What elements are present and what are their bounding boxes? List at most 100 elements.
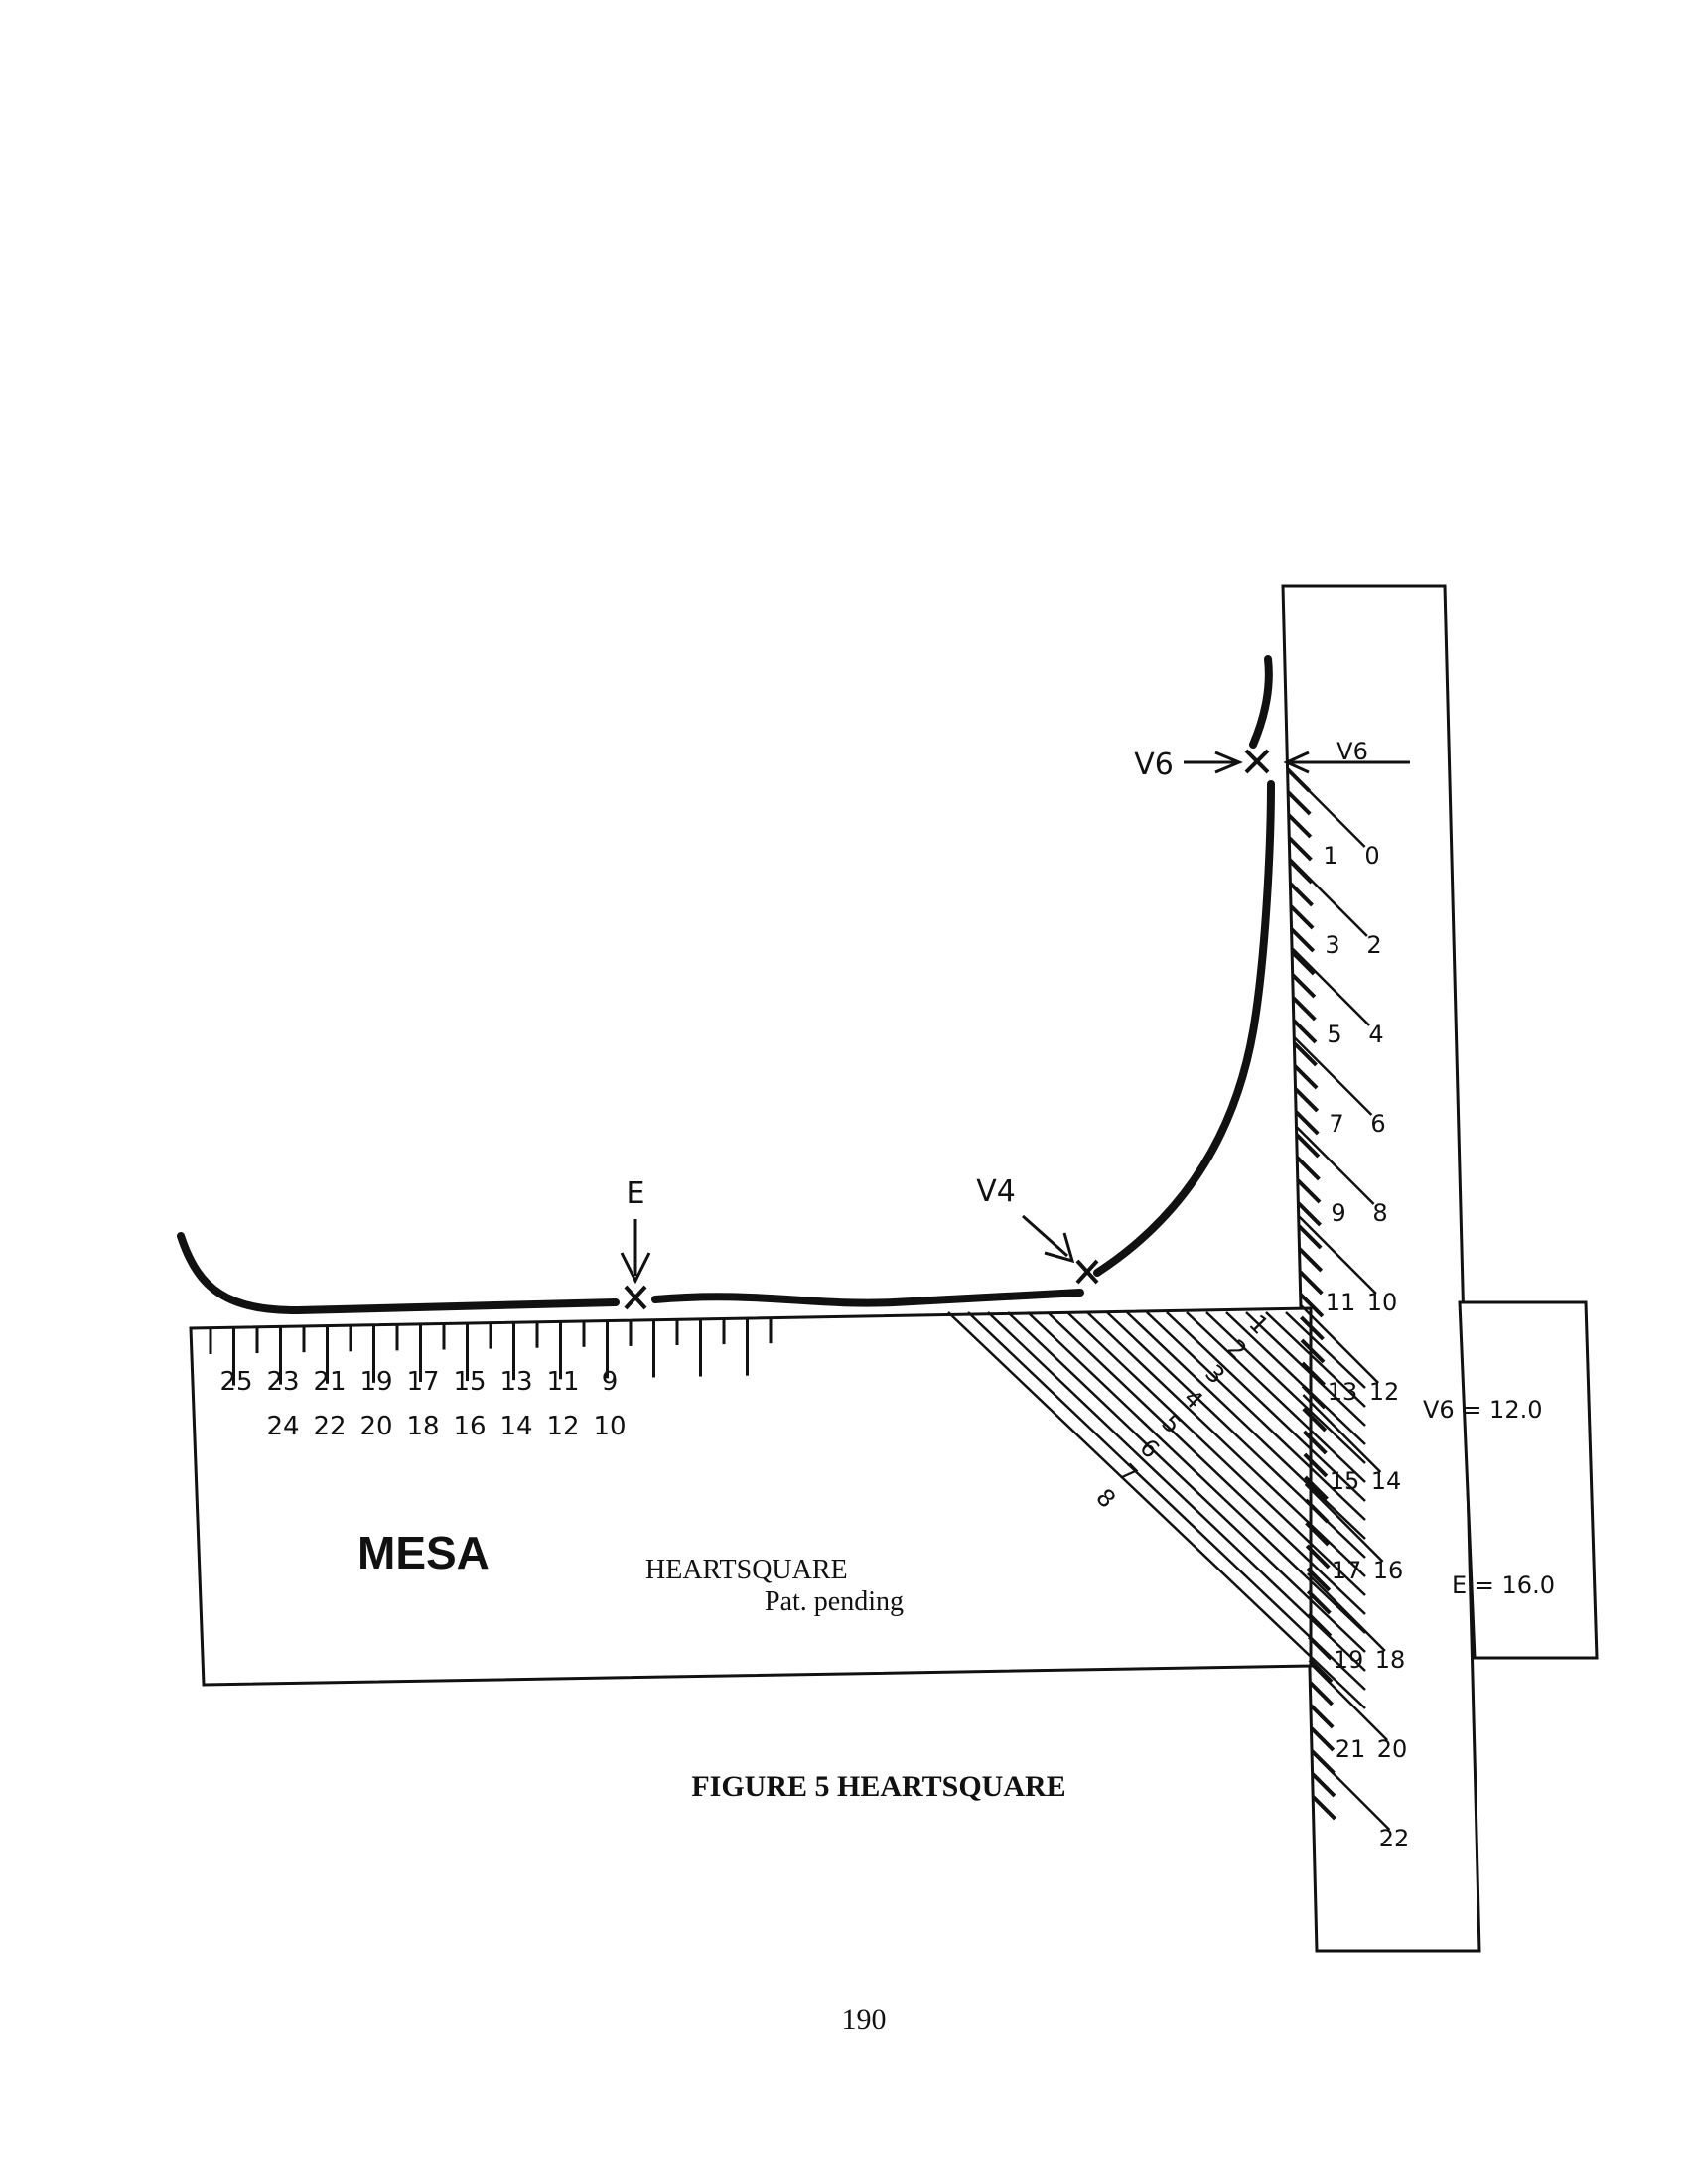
triangle-hatch	[1245, 1311, 1366, 1427]
hatch-line	[1290, 927, 1316, 953]
triangle-hatch	[1265, 1311, 1366, 1408]
h-scale-label: 17	[406, 1367, 439, 1397]
readout-box	[1458, 1300, 1599, 1660]
hatch-line	[1300, 1338, 1326, 1364]
v-scale-label: 14	[1371, 1467, 1402, 1495]
scale-diagonal	[1309, 1662, 1389, 1741]
h-scale-label: 10	[593, 1412, 626, 1441]
triangle-hatch	[1066, 1311, 1366, 1596]
h-scale-label: 19	[359, 1367, 392, 1397]
triangle-hatch	[1186, 1311, 1366, 1483]
v-scale-label: 6	[1370, 1110, 1385, 1138]
ecg-trace	[651, 1289, 1084, 1307]
hatch-line	[1295, 1133, 1321, 1159]
v-scale-label: 4	[1368, 1021, 1383, 1048]
v4-arrow	[1022, 1214, 1075, 1264]
hatch-line	[1295, 1156, 1321, 1181]
hatch-line	[1311, 1772, 1336, 1798]
hatch-line	[1286, 790, 1312, 816]
h-scale-label: 21	[313, 1367, 346, 1397]
hatch-line	[1287, 813, 1313, 839]
v-scale-label: 13	[1328, 1378, 1358, 1406]
scale-diagonal	[1311, 1751, 1391, 1831]
v6-readout: V6 = 12.0	[1423, 1396, 1543, 1424]
h-scale-label: 24	[266, 1412, 299, 1441]
figure-caption: FIGURE 5 HEARTSQUARE	[691, 1770, 1066, 1803]
scale-diagonal	[1291, 947, 1371, 1026]
h-scale-label: 18	[406, 1412, 439, 1441]
hatch-line	[1310, 1726, 1336, 1752]
hatch-line	[1291, 996, 1317, 1022]
v-scale-label: 16	[1373, 1557, 1404, 1584]
v-scale-label: 19	[1334, 1646, 1364, 1674]
scale-diagonal	[1288, 858, 1368, 937]
h-scale-label: 13	[499, 1367, 532, 1397]
v-scale-label: 3	[1325, 931, 1339, 959]
h-scale-label: 12	[546, 1412, 579, 1441]
hatch-line	[1304, 1475, 1329, 1501]
v6-ruler-label: V6	[1336, 738, 1368, 765]
v6-point-mark	[1244, 749, 1270, 774]
h-scale-label: 15	[453, 1367, 486, 1397]
v6-right-arrow	[1283, 751, 1410, 774]
ecg-trace	[177, 1232, 620, 1315]
triangle-hatch	[947, 1311, 1366, 1709]
triangle-hatch	[1146, 1311, 1366, 1521]
triangle-hatch	[1027, 1311, 1366, 1634]
v-scale-label: 2	[1366, 931, 1381, 959]
v6-label: V6	[1134, 748, 1174, 782]
v-scale-label: 10	[1367, 1289, 1398, 1316]
patent-notice: Pat. pending	[765, 1586, 904, 1617]
triangle-hatch	[1285, 1311, 1366, 1389]
hatch-line	[1302, 1407, 1328, 1433]
v-scale-label: 5	[1327, 1021, 1341, 1048]
hatch-line	[1294, 1087, 1320, 1113]
h-scale-label: 16	[453, 1412, 486, 1441]
hatch-line	[1289, 882, 1314, 907]
e-arrow	[620, 1219, 651, 1285]
scale-diagonal	[1300, 1304, 1380, 1384]
h-scale-label: 23	[266, 1367, 299, 1397]
hatch-line	[1302, 1430, 1328, 1455]
scale-diagonal	[1295, 1126, 1375, 1205]
e-label: E	[627, 1176, 645, 1211]
hatch-line	[1301, 1361, 1326, 1387]
hatch-line	[1290, 950, 1316, 976]
triangle-hatch	[1106, 1311, 1366, 1559]
hatch-line	[1294, 1110, 1320, 1136]
v-scale-label: 11	[1326, 1289, 1356, 1316]
v-scale-label: 8	[1372, 1199, 1387, 1227]
triangle-hatch	[967, 1311, 1366, 1691]
hatch-line	[1297, 1224, 1323, 1250]
scale-diagonal	[1302, 1394, 1382, 1473]
v-scale-label: 18	[1375, 1646, 1406, 1674]
v-scale-label: 0	[1364, 842, 1379, 870]
hatch-line	[1297, 1201, 1322, 1227]
brand-name: MESA	[357, 1527, 490, 1578]
ecg-trace	[1093, 780, 1275, 1277]
hatch-line	[1299, 1293, 1325, 1318]
h-scale-label: 22	[313, 1412, 346, 1441]
hatch-line	[1289, 904, 1315, 930]
hatch-line	[1300, 1315, 1325, 1341]
triangle-hatch	[1047, 1311, 1366, 1615]
hatch-line	[1308, 1658, 1334, 1684]
horizontal-ruler	[189, 1306, 1313, 1687]
v-scale-label: 20	[1377, 1735, 1408, 1763]
hatch-line	[1303, 1452, 1329, 1478]
v4-label: V4	[976, 1174, 1016, 1209]
h-scale-label: 11	[546, 1367, 579, 1397]
hatch-line	[1298, 1247, 1324, 1273]
v-scale-label: 7	[1329, 1110, 1343, 1138]
hatch-line	[1306, 1567, 1332, 1592]
ecg-trace	[1249, 655, 1273, 749]
product-name: HEARTSQUARE	[645, 1555, 848, 1585]
hatch-line	[1296, 1178, 1322, 1204]
v-scale-label: 15	[1330, 1467, 1360, 1495]
hatch-line	[1298, 1270, 1324, 1296]
v4-point-mark	[1075, 1259, 1099, 1285]
